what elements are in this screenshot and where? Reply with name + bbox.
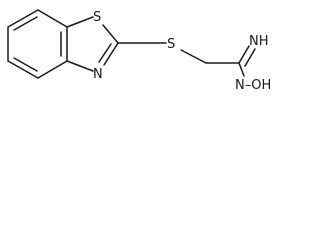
atom-label-hydroxylamine: N–OH	[235, 78, 271, 93]
atom-label-n-ring: N	[93, 67, 103, 82]
bond-c2-n3	[103, 42, 119, 66]
bond-n3-c7a	[66, 60, 94, 72]
atom-label-s-thio: S	[167, 37, 175, 52]
bond-s1-c2	[102, 24, 119, 44]
bond-benzene-1	[7, 9, 39, 28]
bond-c2-n3-double	[98, 43, 112, 63]
side-chain	[117, 42, 256, 77]
bond-s-ch2	[180, 49, 207, 64]
atom-label-s-ring: S	[93, 10, 101, 25]
bond-benzene-inner-2	[13, 57, 38, 72]
bond-benzene-4	[37, 60, 68, 79]
benzene-ring	[7, 9, 68, 79]
bond-c-nh-double	[244, 48, 256, 67]
thiazole-ring	[66, 16, 119, 72]
bond-benzene-3	[7, 60, 39, 79]
chemical-structure: S N S NH N–OH	[7, 9, 271, 93]
bond-c-nh	[238, 45, 250, 64]
bond-c-noh	[238, 62, 245, 77]
bond-benzene-6	[37, 9, 68, 28]
atom-label-imine: NH	[249, 34, 269, 49]
bond-c3a-s1	[66, 16, 94, 28]
bond-benzene-inner-1	[13, 16, 38, 31]
